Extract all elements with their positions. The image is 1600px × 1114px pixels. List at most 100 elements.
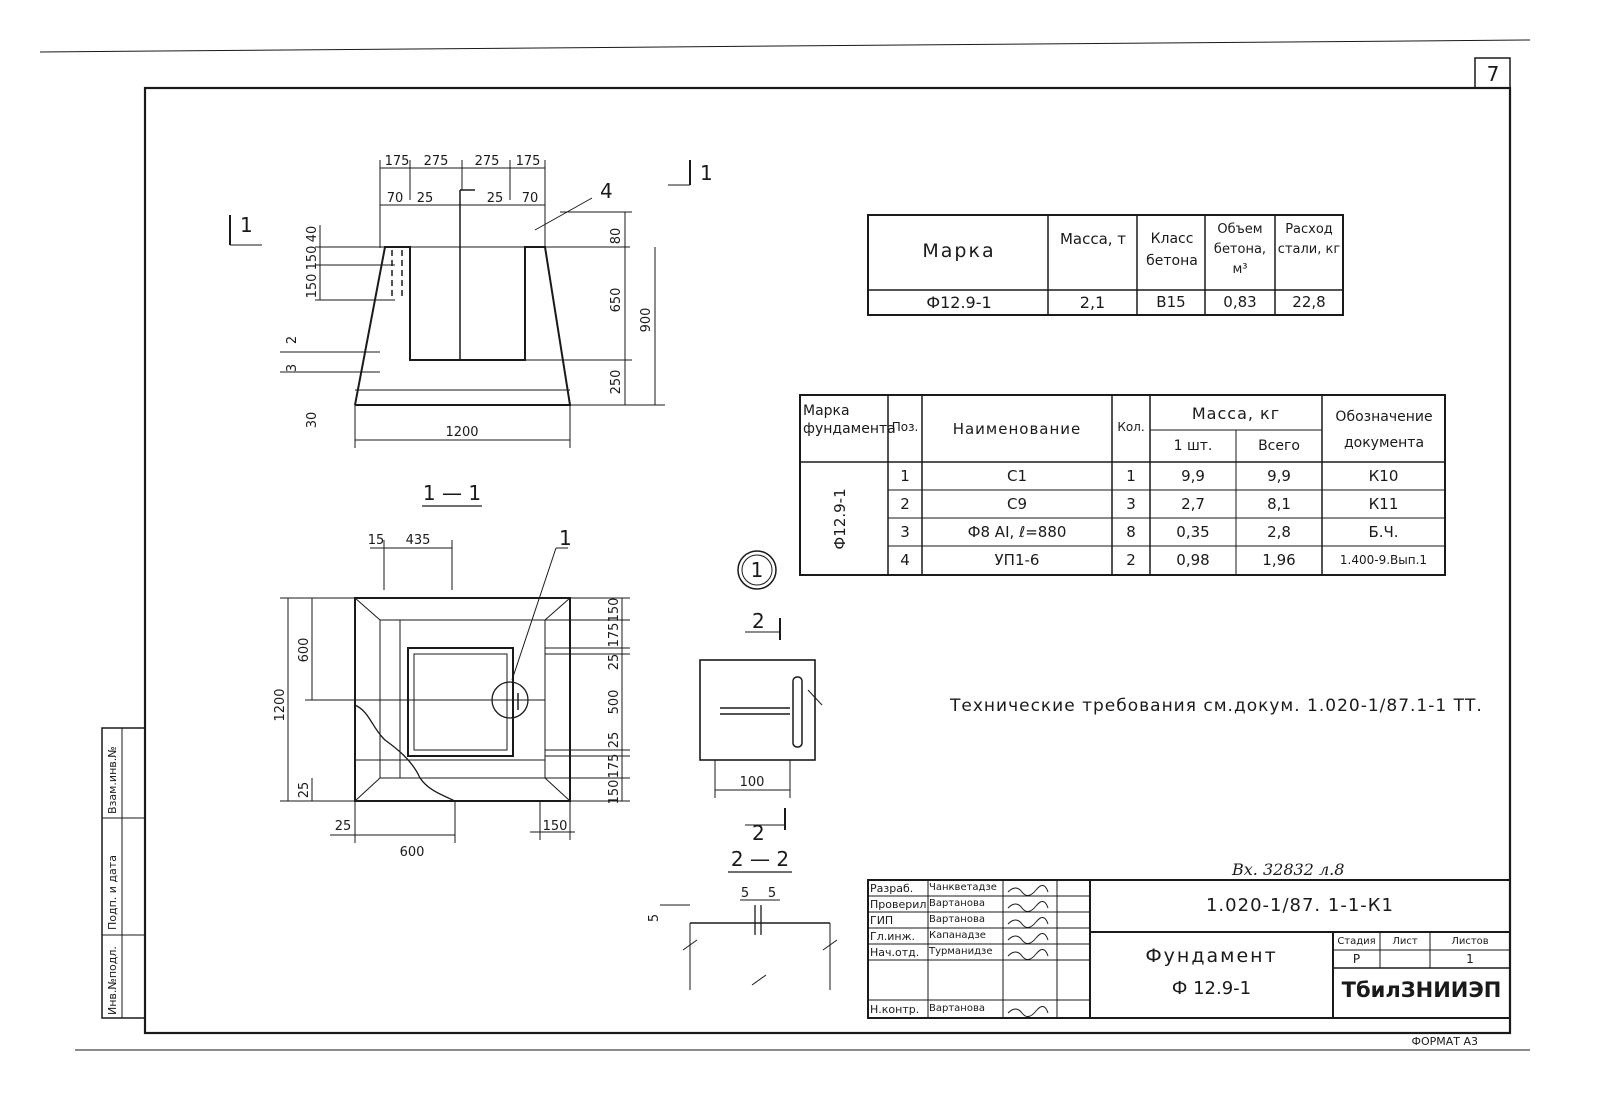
signer-row-3-role: ГИП bbox=[870, 914, 894, 927]
signer-row-2-role: Проверил bbox=[870, 898, 927, 911]
dim-5b: 5 bbox=[768, 886, 776, 901]
dim-25b: 25 bbox=[487, 191, 504, 206]
title-block bbox=[867, 879, 1511, 1019]
title-block-sheets-header: Листов bbox=[1451, 936, 1489, 947]
table-2-header-total: Всего bbox=[1258, 438, 1300, 454]
dim-150-right-bottom: 150 bbox=[607, 780, 622, 805]
dim-25-right-bottom: 25 bbox=[607, 732, 622, 749]
dim-150-right-top: 150 bbox=[607, 598, 622, 623]
inv-podl-label: Инв.№подл. bbox=[106, 946, 119, 1015]
table-2-header-pos: Поз. bbox=[891, 420, 919, 434]
signer-row-2-name: Вартанова bbox=[929, 898, 985, 909]
table-2-row-2-doc: К11 bbox=[1368, 495, 1399, 513]
table-2-row-3-doc: Б.Ч. bbox=[1368, 523, 1399, 541]
section-2-2-title: 2 — 2 bbox=[731, 847, 789, 871]
table-2-row-4-total: 1,96 bbox=[1262, 551, 1296, 569]
dim-5c: 5 bbox=[647, 914, 662, 922]
dim-500-right: 500 bbox=[607, 690, 622, 715]
table-2-row-3-one: 0,35 bbox=[1176, 523, 1210, 541]
table-2-row-1-one: 9,9 bbox=[1181, 467, 1205, 485]
node-1-view: 1 2 2 100 bbox=[699, 550, 823, 845]
elevation-view: 175 275 275 175 70 25 25 70 4 80 650 250… bbox=[229, 154, 713, 448]
dim-175a: 175 bbox=[385, 154, 410, 169]
table-2-row-1-total: 9,9 bbox=[1267, 467, 1291, 485]
dim-175-right-top: 175 bbox=[607, 623, 622, 648]
dim-25-bottom: 25 bbox=[335, 819, 352, 834]
dim-600-bottom: 600 bbox=[400, 845, 425, 860]
dim-600-vertical: 600 bbox=[297, 638, 312, 663]
dim-435: 435 bbox=[406, 533, 431, 548]
table-2-row-2-name: С9 bbox=[1006, 495, 1028, 513]
archive-number-note: Вх. 32832 л.8 bbox=[1232, 860, 1345, 879]
vzam-label: Взам.инв.№ bbox=[106, 746, 119, 814]
table-2-row-4-name: УП1-6 bbox=[994, 551, 1040, 569]
title-block-stage-header: Стадия bbox=[1337, 936, 1376, 947]
table-1-header-volume: Объем бетона, м³ bbox=[1213, 222, 1267, 277]
table-2-row-2-total: 8,1 bbox=[1267, 495, 1291, 513]
node-1-marker: 1 bbox=[751, 558, 764, 582]
title-block-sheets-value: 1 bbox=[1466, 952, 1474, 966]
dim-1200-vertical: 1200 bbox=[273, 688, 288, 721]
dim-250: 250 bbox=[609, 370, 624, 395]
dim-70b: 70 bbox=[522, 191, 539, 206]
cut-1-left: 1 bbox=[240, 213, 253, 237]
table-2-header-qty: Кол. bbox=[1117, 420, 1145, 434]
table-2-row-1-pos: 1 bbox=[900, 467, 910, 485]
detail-2-2: 5 5 5 bbox=[647, 886, 838, 990]
dim-275b: 275 bbox=[475, 154, 500, 169]
dim-150b: 150 bbox=[305, 274, 320, 299]
dim-175b: 175 bbox=[516, 154, 541, 169]
table-1-header-class: Класс бетона bbox=[1146, 231, 1198, 269]
dim-40: 40 bbox=[305, 226, 320, 243]
table-2-row-1-name: С1 bbox=[1006, 467, 1028, 485]
signer-row-7-name: Вартанова bbox=[929, 1003, 985, 1014]
position-2-label: 2 bbox=[285, 336, 300, 344]
table-2-header-name: Наименование bbox=[952, 420, 1082, 438]
plan-view: 1 15 435 1200 600 25 150 175 25 500 25 1… bbox=[273, 526, 630, 860]
title-block-sheet-header: Лист bbox=[1392, 936, 1418, 947]
table-1-cell-mark: Ф12.9-1 bbox=[926, 293, 992, 312]
position-4-label: 4 bbox=[600, 179, 613, 203]
dim-100: 100 bbox=[740, 775, 765, 790]
table-2-row-1-qty: 1 bbox=[1126, 467, 1136, 485]
table-1-header-steel: Расход стали, кг bbox=[1277, 222, 1341, 257]
title-block-doc-code: 1.020-1/87. 1-1-К1 bbox=[1205, 895, 1394, 916]
sheet-number: 7 bbox=[1487, 62, 1500, 86]
left-strip: Взам.инв.№ Подп. и дата Инв.№подл. bbox=[101, 727, 146, 1019]
table-2-header-mark: Марка фундамента bbox=[803, 403, 896, 437]
cut-2-bottom: 2 bbox=[752, 821, 765, 845]
table-1-cell-steel: 22,8 bbox=[1292, 293, 1326, 311]
table-2-row-3-name: Ф8 АI, ℓ=880 bbox=[967, 523, 1067, 541]
dim-25-right-top: 25 bbox=[607, 654, 622, 671]
signer-row-1-role: Разраб. bbox=[870, 882, 914, 895]
title-block-name-1: Фундамент bbox=[1145, 945, 1278, 967]
signer-row-5-role: Нач.отд. bbox=[870, 946, 920, 959]
table-2-header-doc: Обозначение документа bbox=[1335, 409, 1433, 451]
dim-1200: 1200 bbox=[445, 425, 478, 440]
dim-175-right-bottom: 175 bbox=[607, 754, 622, 779]
title-block-stage-value: Р bbox=[1352, 952, 1361, 966]
table-2-row-3-pos: 3 bbox=[900, 523, 910, 541]
signer-row-5-name: Турманидзе bbox=[929, 946, 993, 957]
dim-5a: 5 bbox=[741, 886, 749, 901]
signer-row-4-name: Капанадзе bbox=[929, 930, 986, 941]
dim-150a: 150 bbox=[305, 246, 320, 271]
table-2-row-2-qty: 3 bbox=[1126, 495, 1136, 513]
dim-25-left: 25 bbox=[297, 782, 312, 799]
table-2-header-mass: Масса, кг bbox=[1191, 404, 1281, 423]
table-1-cell-mass: 2,1 bbox=[1079, 293, 1106, 312]
signer-row-4-role: Гл.инж. bbox=[870, 930, 915, 943]
position-1-label: 1 bbox=[559, 526, 572, 550]
dim-275a: 275 bbox=[424, 154, 449, 169]
table-2-row-2-pos: 2 bbox=[900, 495, 910, 513]
dim-25a: 25 bbox=[417, 191, 434, 206]
dim-30: 30 bbox=[305, 412, 320, 429]
table-1-cell-class: В15 bbox=[1156, 293, 1186, 311]
cut-2-top: 2 bbox=[752, 609, 765, 633]
table-2-header-one: 1 шт. bbox=[1173, 438, 1213, 454]
table-2-row-4-qty: 2 bbox=[1126, 551, 1136, 569]
technical-requirements-note: Технические требования см.докум. 1.020-1… bbox=[950, 696, 1483, 716]
dim-70a: 70 bbox=[387, 191, 404, 206]
